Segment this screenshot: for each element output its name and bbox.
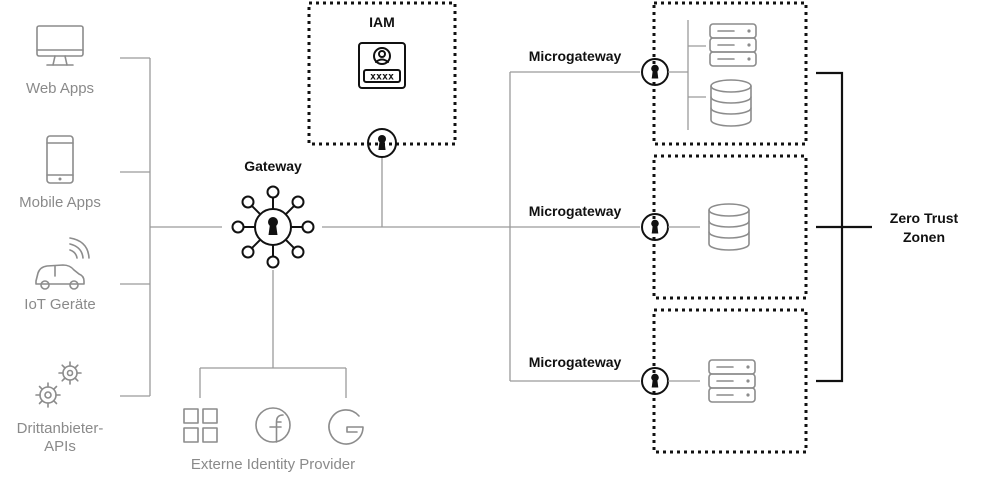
connected-car-icon — [35, 237, 90, 290]
iam-label: IAM — [369, 14, 395, 30]
keyhole-icon — [254, 208, 292, 246]
zero-trust-label-line2: Zonen — [903, 229, 945, 245]
client-connector-lines — [120, 57, 222, 397]
zero-trust-zone-2: Microgateway — [529, 154, 808, 300]
zero-trust-label-line1: Zero Trust — [890, 210, 959, 226]
google-icon — [328, 409, 364, 445]
client-third-party-apis: Drittanbieter- APIs — [17, 361, 104, 455]
apps-grid-icon — [183, 408, 218, 443]
mobile-apps-label: Mobile Apps — [19, 194, 101, 211]
client-web-apps: Web Apps — [26, 25, 94, 97]
card-code: xxxx — [370, 72, 394, 83]
iot-label: IoT Geräte — [24, 296, 95, 313]
iam-box: IAM xxxx — [307, 1, 457, 158]
zero-trust-zone-3: Microgateway — [529, 308, 808, 454]
zero-trust-zone-1: Microgateway — [529, 1, 808, 146]
third-party-label-line1: Drittanbieter- — [17, 420, 104, 437]
microgateway-label-3: Microgateway — [529, 354, 622, 370]
web-apps-label: Web Apps — [26, 80, 94, 97]
external-identity-providers: Externe Identity Provider — [183, 407, 364, 473]
microgateway-label-1: Microgateway — [529, 48, 622, 64]
client-mobile-apps: Mobile Apps — [19, 135, 101, 211]
server-icon — [708, 359, 756, 403]
microgateway-label-2: Microgateway — [529, 203, 622, 219]
database-icon — [708, 203, 750, 251]
database-icon — [710, 79, 752, 127]
server-icon — [709, 23, 757, 67]
zero-trust-bracket: Zero Trust Zonen — [816, 71, 959, 383]
gateway-label: Gateway — [244, 158, 302, 174]
gears-icon — [35, 361, 82, 408]
keyhole-icon — [367, 128, 397, 158]
gateway-spokes — [231, 185, 315, 269]
facebook-icon — [255, 407, 291, 443]
id-card-icon: xxxx — [358, 42, 406, 89]
identity-provider-label: Externe Identity Provider — [191, 456, 355, 473]
smartphone-icon — [46, 135, 74, 184]
gateway-connectors — [199, 71, 640, 398]
monitor-icon — [36, 25, 84, 66]
third-party-label-line2: APIs — [44, 438, 76, 455]
client-iot: IoT Geräte — [24, 237, 96, 313]
gateway-node: Gateway — [231, 158, 315, 269]
keyhole-icon — [641, 367, 669, 395]
